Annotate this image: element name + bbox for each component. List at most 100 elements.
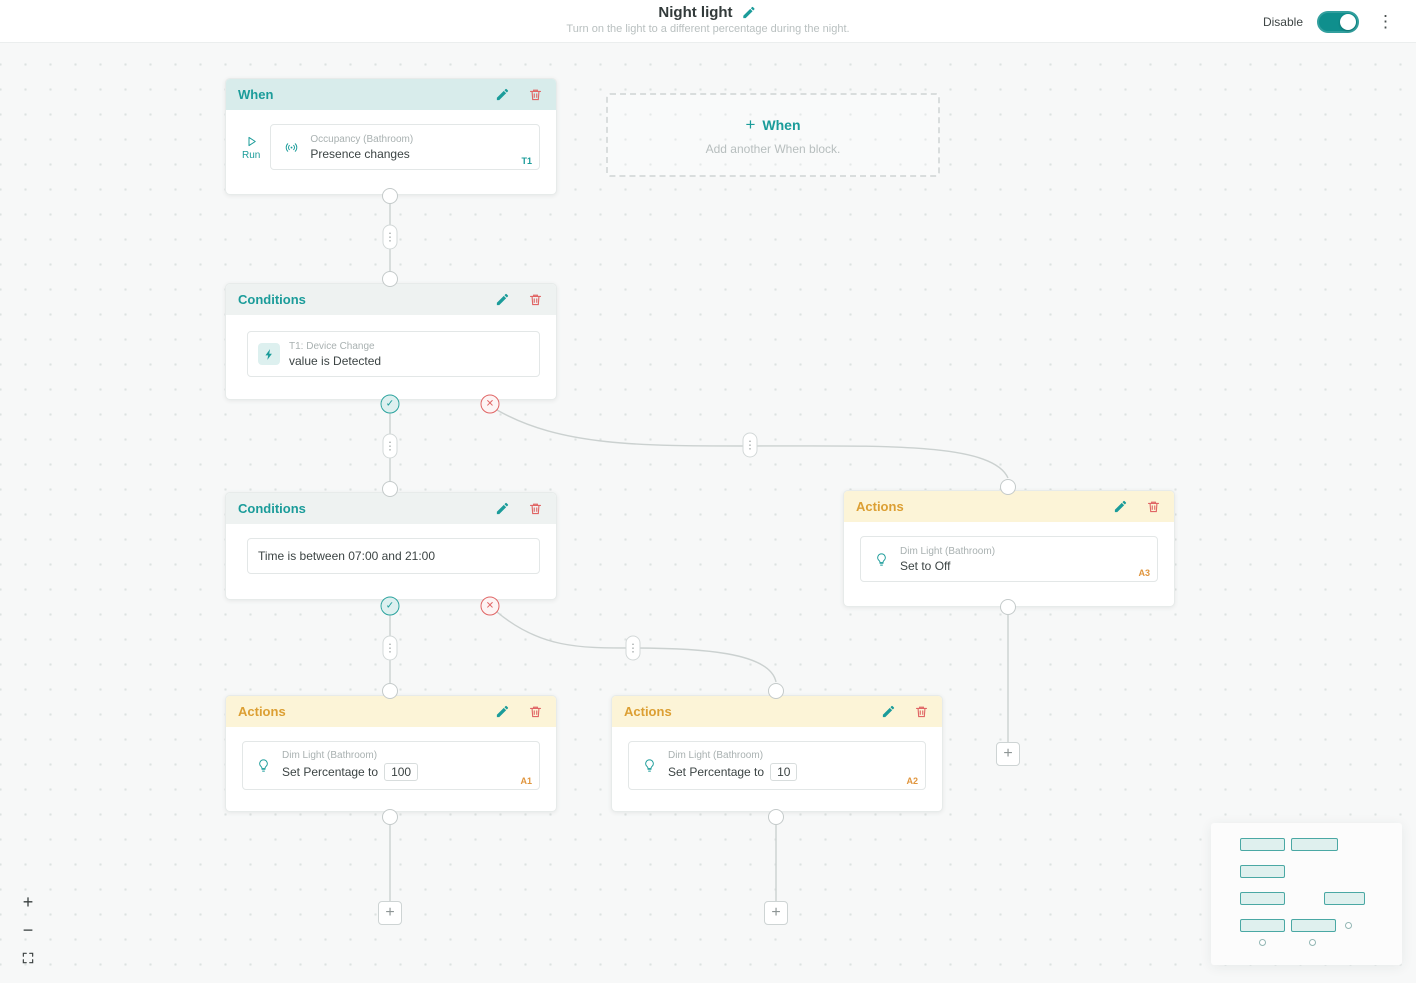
connector-node[interactable] xyxy=(382,481,398,497)
disable-toggle[interactable] xyxy=(1317,10,1359,33)
edit-icon[interactable] xyxy=(494,291,511,308)
percentage-value[interactable]: 10 xyxy=(770,763,798,781)
actions-block-header: Actions xyxy=(612,696,942,727)
minimap-block xyxy=(1324,892,1365,905)
add-block-button[interactable]: + xyxy=(764,901,788,925)
action-card[interactable]: Dim Light (Bathroom) Set to Off A3 xyxy=(860,536,1158,582)
kebab-menu-icon[interactable]: ⋮ xyxy=(1373,11,1398,32)
minimap-block xyxy=(1240,892,1285,905)
connector-node[interactable] xyxy=(382,683,398,699)
action-text: Set to Off xyxy=(900,558,951,573)
percentage-value[interactable]: 100 xyxy=(384,763,419,781)
edit-icon[interactable] xyxy=(1112,498,1129,515)
condition-source: T1: Device Change xyxy=(289,340,375,352)
when-block-header: When xyxy=(226,79,556,110)
light-bulb-icon xyxy=(253,756,273,776)
trash-icon[interactable] xyxy=(913,703,930,720)
trash-icon[interactable] xyxy=(527,291,544,308)
fullscreen-icon xyxy=(22,952,34,964)
minimap[interactable] xyxy=(1211,823,1402,965)
connector-node[interactable] xyxy=(382,188,398,204)
connector-menu-node[interactable]: ⋮ xyxy=(382,224,398,250)
run-button[interactable]: Run xyxy=(242,134,260,161)
action-tag: A2 xyxy=(906,776,918,786)
action-text: Set Percentage to xyxy=(282,765,379,779)
minimap-block xyxy=(1240,919,1285,932)
when-device-card[interactable]: Occupancy (Bathroom) Presence changes T1 xyxy=(270,124,540,170)
condition-card[interactable]: T1: Device Change value is Detected xyxy=(247,331,540,377)
minimap-node xyxy=(1309,939,1316,946)
condition-text: value is Detected xyxy=(289,353,382,368)
minimap-node xyxy=(1345,922,1352,929)
add-when-block[interactable]: + When Add another When block. xyxy=(606,93,940,177)
edit-icon[interactable] xyxy=(494,86,511,103)
connector-node[interactable] xyxy=(382,271,398,287)
conditions-block-header: Conditions xyxy=(226,284,556,315)
plus-icon: + xyxy=(745,114,756,134)
minimap-block xyxy=(1240,838,1285,851)
device-name: Dim Light (Bathroom) xyxy=(668,750,764,761)
time-condition-text: Time is between 07:00 and 21:00 xyxy=(258,549,436,563)
trash-icon[interactable] xyxy=(527,86,544,103)
actions-a3-block: Actions Dim Light (Bathroom) Set to Off … xyxy=(843,490,1175,607)
minimap-block xyxy=(1240,865,1285,878)
light-bulb-icon xyxy=(871,549,891,569)
actions-a2-block: Actions Dim Light (Bathroom) Set Percent… xyxy=(611,695,943,812)
branch-true-node[interactable]: ✓ xyxy=(380,596,400,616)
edit-title-icon[interactable] xyxy=(741,4,758,21)
connector-node[interactable] xyxy=(768,683,784,699)
branch-true-node[interactable]: ✓ xyxy=(380,394,400,414)
branch-false-node[interactable]: ✕ xyxy=(480,394,500,414)
action-card[interactable]: Dim Light (Bathroom) Set Percentage to 1… xyxy=(628,741,926,790)
conditions-block-title: Conditions xyxy=(238,292,306,307)
minimap-node xyxy=(1259,939,1266,946)
add-when-hint: Add another When block. xyxy=(705,141,841,156)
fullscreen-button[interactable] xyxy=(16,946,40,970)
action-card[interactable]: Dim Light (Bathroom) Set Percentage to 1… xyxy=(242,741,540,790)
device-change-icon xyxy=(258,343,280,365)
trigger-tag: T1 xyxy=(521,156,532,166)
add-block-button[interactable]: + xyxy=(996,742,1020,766)
connector-node[interactable] xyxy=(1000,479,1016,495)
zoom-in-button[interactable]: + xyxy=(16,890,40,914)
connector-menu-node[interactable]: ⋮ xyxy=(382,433,398,459)
trash-icon[interactable] xyxy=(1145,498,1162,515)
conditions-block-header: Conditions xyxy=(226,493,556,524)
connector-node[interactable] xyxy=(382,809,398,825)
time-condition-card[interactable]: Time is between 07:00 and 21:00 xyxy=(247,538,540,574)
connector-menu-node[interactable]: ⋮ xyxy=(382,635,398,661)
flow-canvas[interactable] xyxy=(0,43,1416,983)
presence-sensor-icon xyxy=(281,137,301,157)
page-subtitle: Turn on the light to a different percent… xyxy=(566,23,850,35)
trash-icon[interactable] xyxy=(527,500,544,517)
actions-block-title: Actions xyxy=(856,499,904,514)
trash-icon[interactable] xyxy=(527,703,544,720)
action-tag: A3 xyxy=(1138,568,1150,578)
flow-title-area: Night light Turn on the light to a diffe… xyxy=(566,4,849,35)
run-label: Run xyxy=(242,149,261,161)
disable-label: Disable xyxy=(1262,14,1303,29)
light-bulb-icon xyxy=(639,756,659,776)
minimap-block xyxy=(1291,919,1336,932)
connector-node[interactable] xyxy=(1000,599,1016,615)
topbar: Night light Turn on the light to a diffe… xyxy=(0,0,1416,43)
actions-block-header: Actions xyxy=(844,491,1174,522)
edit-icon[interactable] xyxy=(880,703,897,720)
edit-icon[interactable] xyxy=(494,703,511,720)
play-icon xyxy=(248,136,256,146)
zoom-controls: + − xyxy=(16,890,40,970)
add-block-button[interactable]: + xyxy=(378,901,402,925)
action-text: Set Percentage to xyxy=(668,765,765,779)
actions-block-title: Actions xyxy=(238,704,286,719)
connector-node[interactable] xyxy=(768,809,784,825)
connector-menu-node[interactable]: ⋮ xyxy=(625,635,641,661)
edit-icon[interactable] xyxy=(494,500,511,517)
branch-false-node[interactable]: ✕ xyxy=(480,596,500,616)
when-block: When Run Occupancy (Bathroom) Presence c… xyxy=(225,78,557,195)
minimap-block xyxy=(1291,838,1338,851)
connector-menu-node[interactable]: ⋮ xyxy=(742,432,758,458)
conditions-time-block: Conditions Time is between 07:00 and 21:… xyxy=(225,492,557,600)
zoom-out-button[interactable]: − xyxy=(16,918,40,942)
when-block-title: When xyxy=(238,87,274,102)
device-name: Occupancy (Bathroom) xyxy=(310,133,414,145)
